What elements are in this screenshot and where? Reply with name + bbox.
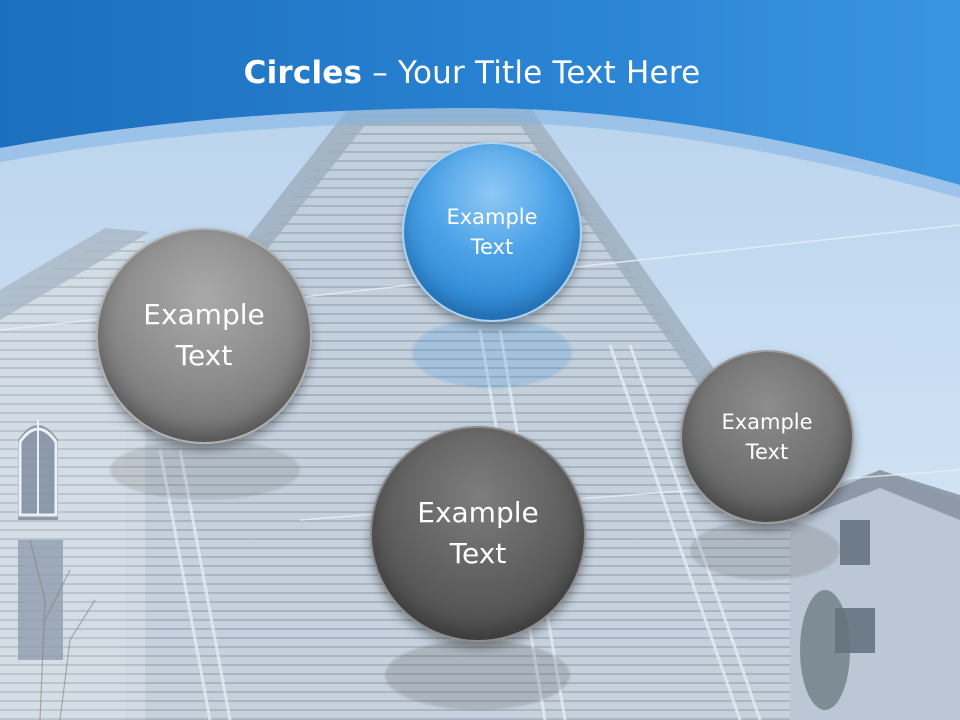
- circle-text: Example Text: [446, 202, 537, 263]
- circle-reflection: [412, 318, 572, 388]
- example-circle-bottom[interactable]: Example Text: [370, 426, 586, 642]
- circle-text-line2: Text: [470, 235, 514, 259]
- circle-text: Example Text: [417, 493, 538, 574]
- example-circle-right[interactable]: Example Text: [680, 350, 854, 524]
- example-circle-top[interactable]: Example Text: [402, 142, 582, 322]
- circle-reflection: [385, 640, 570, 710]
- slide-title: Circles – Your Title Text Here: [0, 55, 944, 91]
- circle-text-line1: Example: [417, 496, 539, 530]
- circle-text-line2: Text: [745, 440, 789, 464]
- circle-reflection: [110, 440, 300, 500]
- title-rest: – Your Title Text Here: [362, 55, 701, 91]
- circle-text-line2: Text: [175, 339, 233, 372]
- example-circle-left[interactable]: Example Text: [96, 228, 312, 444]
- circle-text-line1: Example: [721, 409, 813, 434]
- circle-text-line1: Example: [446, 204, 538, 229]
- circle-reflection: [690, 520, 840, 580]
- circle-text-line2: Text: [449, 537, 507, 570]
- circle-text: Example Text: [143, 295, 264, 376]
- circle-text-line1: Example: [143, 298, 265, 332]
- circle-text: Example Text: [721, 407, 812, 468]
- title-bold: Circles: [243, 55, 363, 91]
